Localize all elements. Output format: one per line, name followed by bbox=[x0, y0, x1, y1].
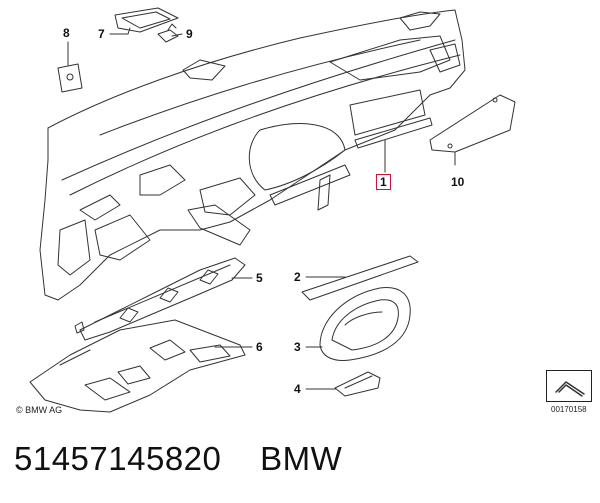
brand-name: BMW bbox=[260, 440, 343, 477]
callout-4[interactable]: 4 bbox=[294, 382, 301, 396]
callout-7[interactable]: 7 bbox=[98, 27, 105, 41]
doc-logo-box bbox=[546, 370, 592, 402]
callout-3[interactable]: 3 bbox=[294, 340, 301, 354]
part-10-panel bbox=[429, 94, 516, 153]
under-cover-panel bbox=[29, 319, 246, 413]
dashboard-panel bbox=[39, 9, 466, 301]
part-9-clip bbox=[157, 23, 179, 43]
copyright-text: © BMW AG bbox=[16, 405, 63, 415]
lower-trim-strip bbox=[74, 257, 246, 341]
parts-diagram bbox=[29, 7, 585, 413]
part-2-strip bbox=[301, 255, 419, 301]
leader-lines bbox=[67, 27, 456, 390]
callout-5[interactable]: 5 bbox=[256, 271, 263, 285]
callout-9[interactable]: 9 bbox=[186, 27, 193, 41]
caption: 51457145820 BMW bbox=[14, 440, 342, 478]
callout-10[interactable]: 10 bbox=[451, 175, 465, 189]
part-number: 51457145820 bbox=[14, 440, 222, 477]
bmw-doc-glyph bbox=[555, 381, 585, 397]
callout-8[interactable]: 8 bbox=[63, 26, 70, 40]
callout-2[interactable]: 2 bbox=[294, 270, 301, 284]
document-number: 00170158 bbox=[551, 405, 587, 414]
part-8-bracket bbox=[57, 63, 83, 93]
part-4-bracket bbox=[334, 371, 381, 397]
part-7-cover bbox=[114, 7, 179, 33]
part-3-housing bbox=[319, 286, 411, 361]
callout-6[interactable]: 6 bbox=[256, 340, 263, 354]
callout-1[interactable]: 1 bbox=[376, 174, 391, 190]
